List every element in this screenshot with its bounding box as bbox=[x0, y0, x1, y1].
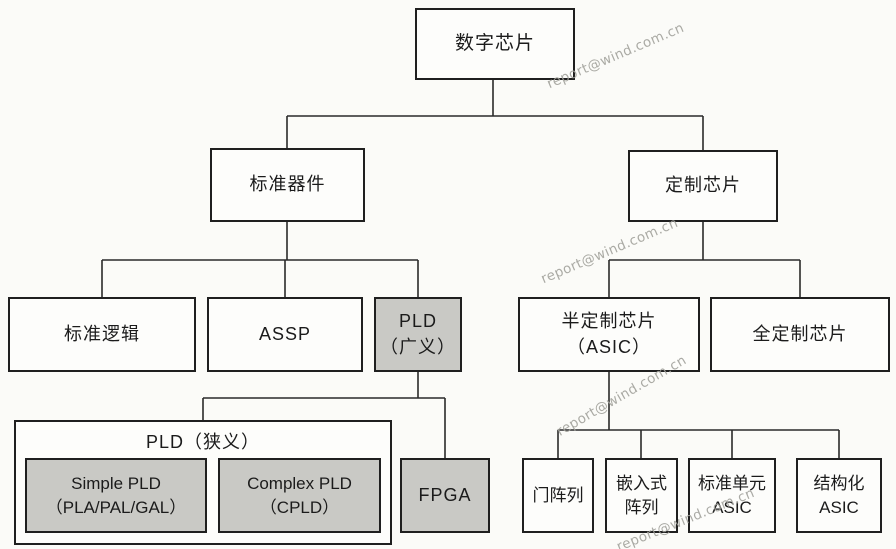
node-custom-chips-label: 定制芯片 bbox=[665, 175, 741, 196]
node-simple-pld: Simple PLD （PLA/PAL/GAL） bbox=[25, 458, 207, 533]
node-standard-logic-label: 标准逻辑 bbox=[64, 323, 140, 344]
node-full-custom-label: 全定制芯片 bbox=[752, 323, 848, 344]
node-assp: ASSP bbox=[207, 297, 363, 372]
node-semi-custom-line1: 半定制芯片 bbox=[561, 311, 657, 332]
node-pld-broad-line1: PLD bbox=[398, 311, 437, 332]
node-complex-pld-line1: Complex PLD bbox=[247, 473, 352, 493]
node-standard-logic: 标准逻辑 bbox=[8, 297, 196, 372]
node-standard-devices: 标准器件 bbox=[210, 148, 365, 222]
node-embedded-array-line2: 阵列 bbox=[624, 497, 659, 517]
node-fpga: FPGA bbox=[400, 458, 490, 533]
node-standard-cell-asic-line2: ASIC bbox=[712, 497, 752, 517]
node-embedded-array: 嵌入式 阵列 bbox=[605, 458, 678, 533]
node-standard-cell-asic: 标准单元 ASIC bbox=[688, 458, 776, 533]
node-semi-custom-line2: （ASIC） bbox=[566, 336, 651, 357]
node-structured-asic-line1: 结构化 bbox=[813, 473, 865, 493]
node-standard-cell-asic-line1: 标准单元 bbox=[698, 473, 766, 493]
node-assp-label: ASSP bbox=[258, 323, 312, 344]
node-embedded-array-line1: 嵌入式 bbox=[616, 473, 667, 493]
node-gate-array-label: 门阵列 bbox=[532, 485, 584, 505]
node-pld-broad: PLD （广义） bbox=[374, 297, 462, 372]
node-complex-pld-line2: （CPLD） bbox=[259, 497, 340, 517]
node-structured-asic-line2: ASIC bbox=[819, 497, 859, 517]
node-fpga-label: FPGA bbox=[418, 484, 472, 505]
node-structured-asic: 结构化 ASIC bbox=[796, 458, 882, 533]
node-complex-pld: Complex PLD （CPLD） bbox=[218, 458, 381, 533]
node-custom-chips: 定制芯片 bbox=[628, 150, 778, 222]
node-standard-devices-label: 标准器件 bbox=[249, 174, 326, 195]
node-semi-custom-asic: 半定制芯片 （ASIC） bbox=[518, 297, 700, 372]
node-simple-pld-line1: Simple PLD bbox=[71, 473, 161, 493]
node-pld-broad-line2: （广义） bbox=[380, 336, 456, 357]
node-digital-chip: 数字芯片 bbox=[415, 8, 575, 80]
node-simple-pld-line2: （PLA/PAL/GAL） bbox=[45, 497, 187, 517]
node-full-custom: 全定制芯片 bbox=[710, 297, 890, 372]
node-digital-chip-label: 数字芯片 bbox=[454, 32, 535, 54]
group-pld-narrow-title: PLD（狭义） bbox=[145, 432, 260, 452]
node-gate-array: 门阵列 bbox=[522, 458, 594, 533]
